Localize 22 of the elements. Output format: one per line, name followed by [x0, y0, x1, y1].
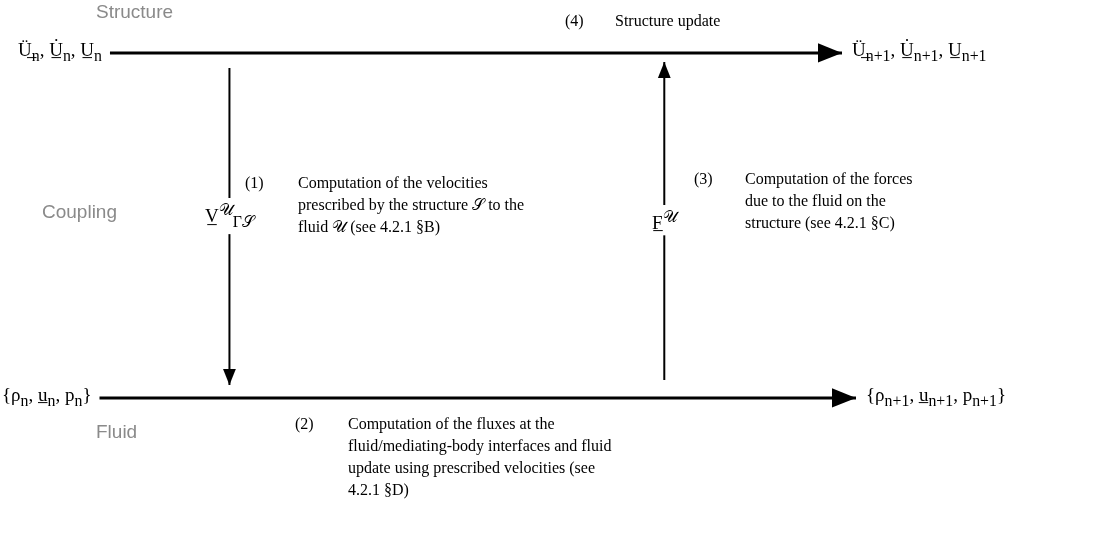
step-description: Computation of the fluxes at the fluid/mediating-body interfaces and fluid update using prescribed velocities (see 4.2.1 §D) — [348, 414, 613, 501]
step-number: (3) — [694, 169, 713, 190]
line — [228, 67, 231, 199]
arrow — [109, 43, 842, 63]
state-formula: Ü̲$_{n+1}$, U̲̇$_{n+1}$, U̲$_{n+1}$ — [852, 38, 987, 68]
arrow-label: F̲$^{𝒰}$ — [652, 205, 677, 236]
section-title: Structure — [96, 0, 174, 24]
step-description: Computation of the velocities prescribed by the structure 𝒮 to the fluid 𝒰 (see 4.2.1 §B) — [298, 173, 526, 238]
section-title: Fluid — [96, 420, 138, 444]
state-formula: {ρ$_{n}$, u̲$_{n}$, p$_{n}$} — [2, 383, 92, 413]
state-formula: Ü̲$_{n}$, U̲̇$_{n}$, U̲$_{n}$ — [18, 38, 102, 68]
step-number: (1) — [245, 173, 264, 194]
step-description: Computation of the forces due to the fluid on the structure (see 4.2.1 §C) — [745, 169, 914, 234]
arrow — [99, 388, 856, 408]
arrow — [223, 233, 236, 386]
step-number: (2) — [295, 414, 314, 435]
step-caption: Structure update — [615, 11, 721, 32]
step-number: (4) — [565, 11, 584, 32]
state-formula: {ρ$_{n+1}$, u̲$_{n+1}$, p$_{n+1}$} — [866, 383, 1007, 413]
arrow — [657, 61, 671, 206]
section-title: Coupling — [42, 200, 117, 224]
line — [663, 234, 666, 381]
